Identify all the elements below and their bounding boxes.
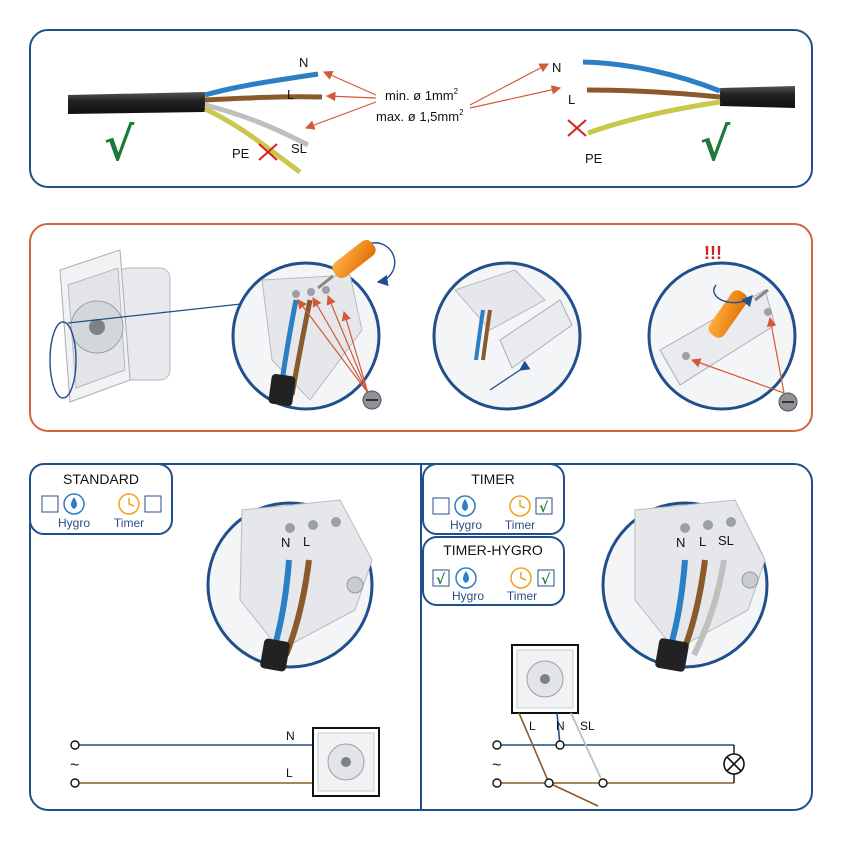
check-icon: √: [541, 572, 551, 588]
terminal-screw: [703, 520, 713, 530]
mode-title: TIMER: [471, 471, 515, 487]
wire-label-n: N: [556, 719, 565, 733]
terminal-node: [71, 779, 79, 787]
fan-hub: [341, 757, 351, 767]
label-pe-left: PE: [232, 146, 250, 161]
check-left: √: [104, 117, 135, 171]
terminal-screw: [292, 290, 300, 298]
cable-sheath: [720, 86, 795, 108]
timer-label: Timer: [507, 589, 537, 603]
clock-icon: [119, 494, 139, 514]
terminal-label-sl: SL: [718, 533, 734, 548]
terminal-screw: [308, 520, 318, 530]
fan-symbol: [512, 645, 578, 713]
screw-icon: [779, 393, 797, 411]
cable-sheath: [260, 638, 291, 672]
label-l-left: L: [287, 87, 294, 102]
check-icon: √: [436, 572, 446, 588]
terminal-node: [71, 741, 79, 749]
supply-symbol: ~: [492, 757, 501, 774]
wire-label-sl: SL: [580, 719, 595, 733]
check-right: √: [700, 117, 731, 171]
zoom-cover-slide: [434, 263, 580, 409]
terminal-node: [493, 741, 501, 749]
clock-icon: [511, 568, 531, 588]
terminal-label-n: N: [676, 535, 685, 550]
terminal-screw: [726, 517, 736, 527]
cover-screw-hole: [764, 308, 772, 316]
hygro-label: Hygro: [450, 518, 482, 532]
timer-label: Timer: [505, 518, 535, 532]
lamp-icon: [724, 754, 744, 774]
cover-screw-hole: [742, 572, 758, 588]
terminal-screw: [307, 288, 315, 296]
label-sl-left: SL: [291, 141, 307, 156]
mode-timer-hygro: TIMER-HYGRO √ Hygro Timer √: [423, 537, 564, 605]
spec-max: max. ø 1,5mm2: [376, 108, 464, 124]
terminal-screw: [680, 523, 690, 533]
screw-icon: [363, 391, 381, 409]
terminal-node: [493, 779, 501, 787]
cable-sheath: [268, 373, 296, 406]
cover-screw-hole: [682, 352, 690, 360]
mode-timer: TIMER Hygro Timer √: [423, 464, 564, 534]
wire-label-l: L: [529, 719, 536, 733]
terminal-label-l: L: [699, 534, 706, 549]
line-label-l: L: [286, 766, 293, 780]
timer-label: Timer: [114, 516, 144, 530]
mode-title: TIMER-HYGRO: [443, 542, 543, 558]
cable-sheath: [68, 92, 205, 114]
terminal-node: [556, 741, 564, 749]
clock-icon: [510, 496, 530, 516]
checkbox-timer-empty: [145, 496, 161, 512]
label-n-right: N: [552, 60, 561, 75]
fan-symbol: [313, 728, 379, 796]
cover-installation-panel: !!!: [30, 224, 812, 431]
mode-title: STANDARD: [63, 471, 139, 487]
terminal-node: [599, 779, 607, 787]
check-icon: √: [539, 500, 549, 516]
terminal-screw: [285, 523, 295, 533]
line-label-n: N: [286, 729, 295, 743]
fan-hub: [89, 319, 105, 335]
label-n-left: N: [299, 55, 308, 70]
checkbox-hygro-empty: [42, 496, 58, 512]
mode-standard: STANDARD Hygro Timer: [30, 464, 172, 534]
label-pe-right: PE: [585, 151, 603, 166]
droplet-icon: [455, 496, 475, 516]
hygro-label: Hygro: [452, 589, 484, 603]
cover-screw-hole: [347, 577, 363, 593]
terminal-screw: [331, 517, 341, 527]
label-l-right: L: [568, 92, 575, 107]
checkbox-hygro-empty: [433, 498, 449, 514]
wiring-panel: STANDARD Hygro Timer N: [30, 464, 812, 810]
terminal-label-n: N: [281, 535, 290, 550]
cable-preparation-panel: √ N L PE SL min. ø 1mm2 max. ø 1,5mm2: [30, 30, 812, 187]
hygro-label: Hygro: [58, 516, 90, 530]
droplet-icon: [64, 494, 84, 514]
droplet-icon: [456, 568, 476, 588]
cable-sheath: [655, 638, 690, 673]
fan-hub: [540, 674, 550, 684]
terminal-label-l: L: [303, 534, 310, 549]
terminal-screw: [322, 286, 330, 294]
spec-min: min. ø 1mm2: [385, 87, 459, 103]
supply-symbol: ~: [70, 757, 79, 774]
warning-marks: !!!: [704, 243, 722, 263]
terminal-node: [545, 779, 553, 787]
